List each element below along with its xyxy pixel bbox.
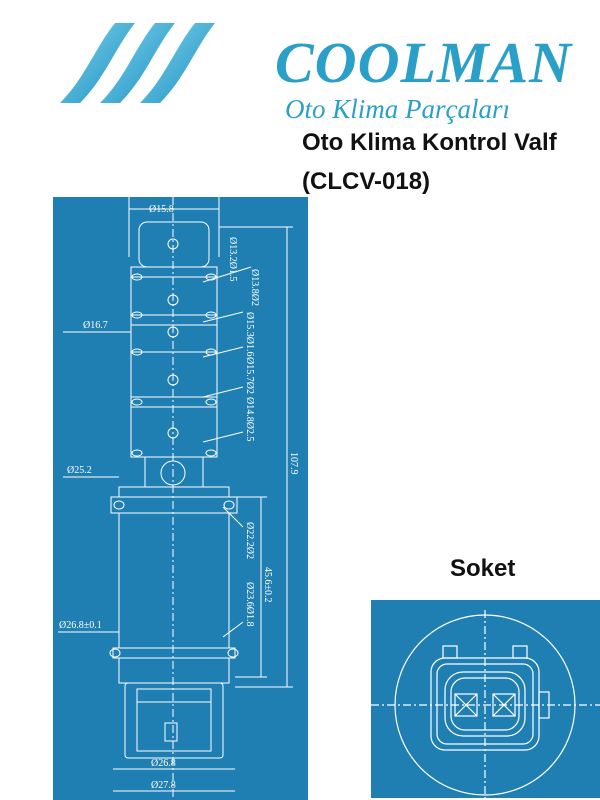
dim-len-107: 107.9	[288, 452, 299, 475]
drawing-background	[53, 197, 308, 800]
dim-d22-2: Ø22.2Ø2	[244, 522, 255, 559]
dim-d15-8: Ø15.8	[149, 204, 174, 215]
product-title-line1: Oto Klima Kontrol Valf	[302, 129, 557, 156]
dim-d15-3: Ø15.3Ø1.6	[244, 312, 255, 356]
dim-len-45: 45.6±0.2	[262, 567, 273, 603]
dim-d25-2: Ø25.2	[67, 465, 92, 476]
dim-d15-7: Ø15.7Ø2	[244, 357, 255, 394]
dim-d26-8b: Ø26.8	[151, 758, 176, 769]
socket-pin-left	[454, 693, 478, 717]
socket-label: Soket	[450, 555, 516, 582]
wave-stripes-icon	[60, 23, 215, 103]
product-title: Oto Klima Kontrol Valf (CLCV-018)	[302, 123, 557, 201]
brand-name: COOLMAN	[275, 30, 573, 95]
dim-d27-8: Ø27.8	[151, 780, 176, 791]
socket-pin-right	[492, 693, 516, 717]
product-title-line2: (CLCV-018)	[302, 168, 431, 195]
brand-tagline: Oto Klima Parçaları	[285, 94, 511, 124]
brand-logo: COOLMAN Oto Klima Parçaları	[55, 18, 571, 123]
dim-d23-6: Ø23.6Ø1.8	[244, 582, 255, 626]
dim-d13-2: Ø13.2Ø1.5	[227, 237, 238, 281]
dim-d26-8a: Ø26.8±0.1	[59, 620, 102, 631]
dim-d14-8: Ø14.8Ø2.5	[244, 397, 255, 441]
socket-drawing	[371, 600, 600, 798]
dim-d13-8: Ø13.8Ø2	[249, 269, 260, 306]
dim-d16-7: Ø16.7	[83, 320, 108, 331]
technical-drawing: Ø15.8 Ø13.2Ø1.5 Ø13.8Ø2 Ø16.7 Ø15.3Ø1.6 …	[53, 197, 308, 800]
